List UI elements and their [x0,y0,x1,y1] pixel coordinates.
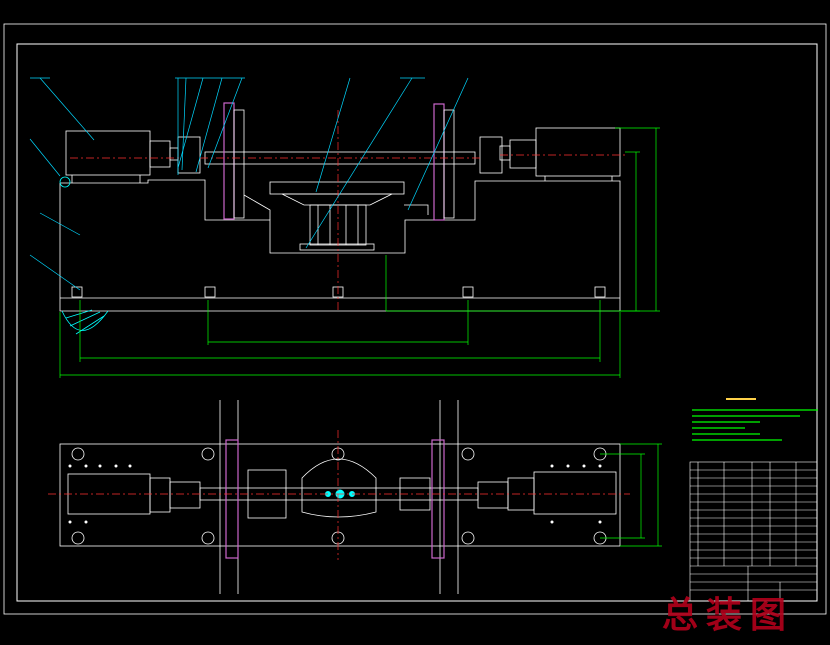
sheet-outer-border [3,23,827,615]
right-motor [535,127,621,177]
right-wheel-plate [433,103,445,221]
technical-notes [692,398,818,441]
top-base-frame [59,443,621,547]
title-block [689,461,818,602]
part-leaders [29,77,469,291]
left-motor [65,130,151,176]
sheet-inner-border [16,43,818,602]
central-table [269,181,405,195]
front-view [59,102,621,335]
front-center-lines [70,110,625,310]
front-dimensions [59,127,660,378]
left-wheel-plate [223,102,235,220]
base-frame [59,179,621,312]
assembly-drawing-stamp: 总装图 [662,594,795,636]
